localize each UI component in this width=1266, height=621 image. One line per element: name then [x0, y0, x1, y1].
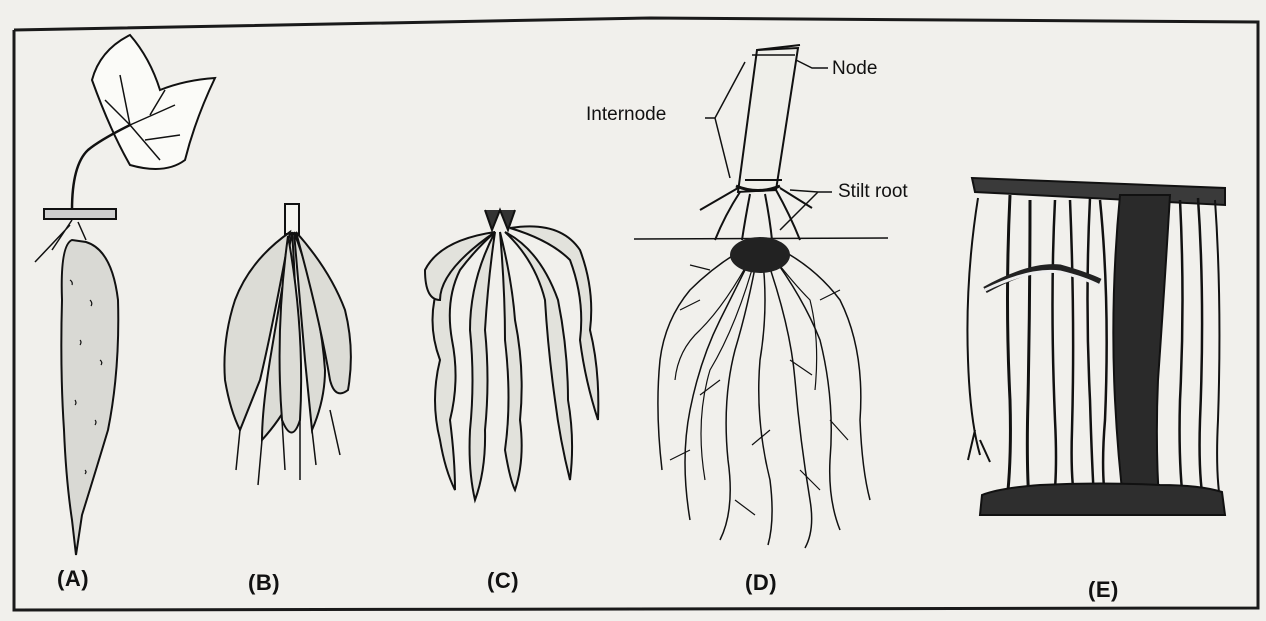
annotation-stilt-root: Stilt root [838, 181, 908, 203]
figure-label-d: (D) [745, 570, 777, 596]
tuber [61, 240, 118, 555]
asparagus-drawing [425, 210, 598, 500]
annotation-internode: Internode [586, 104, 666, 126]
annotation-node: Node [832, 58, 877, 80]
sweet-potato-drawing [35, 35, 215, 555]
dahlia-drawing [224, 204, 350, 485]
stilt-root-drawing [634, 45, 888, 548]
figure-label-c: (C) [487, 568, 519, 594]
leaf-blade [92, 35, 215, 169]
figure-label-a: (A) [57, 566, 89, 592]
figure-label-e: (E) [1088, 577, 1119, 603]
stem [738, 48, 798, 192]
prop-root-drawing [967, 178, 1225, 515]
figure-label-b: (B) [248, 570, 280, 596]
